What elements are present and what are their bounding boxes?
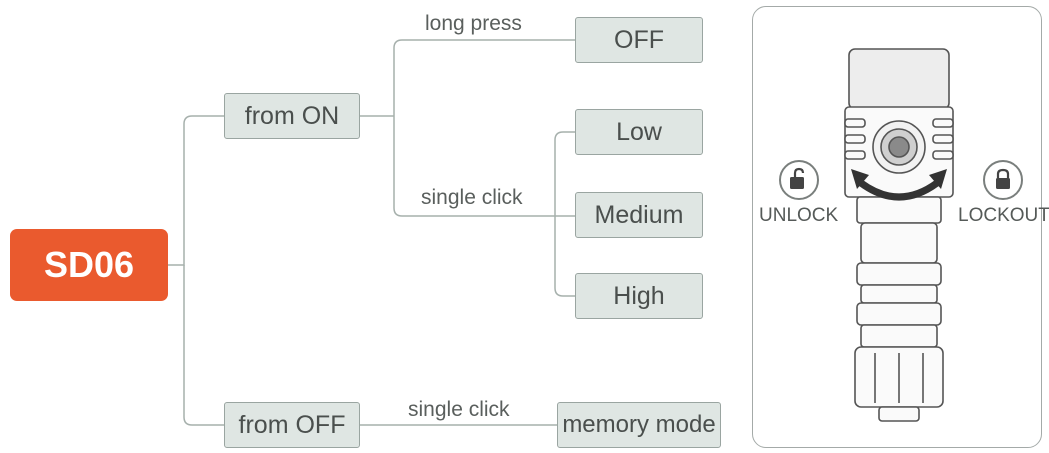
lockout-label: LOCKOUT <box>958 205 1049 226</box>
connector-long-press <box>393 39 575 116</box>
edge-label-long-press: long press <box>425 12 522 35</box>
connector-low <box>554 131 575 216</box>
root-node-sd06: SD06 <box>10 229 168 301</box>
edge-label-single-click-on: single click <box>421 186 523 209</box>
unlock-icon <box>790 167 805 189</box>
connector-root-off <box>183 265 224 426</box>
node-high: High <box>575 273 703 319</box>
unlock-button <box>779 160 819 200</box>
connector-high <box>554 216 575 297</box>
lockout-button <box>983 160 1023 200</box>
node-low: Low <box>575 109 703 155</box>
lock-icon <box>996 168 1010 189</box>
device-panel: UNLOCK LOCKOUT <box>752 6 1049 448</box>
node-off: OFF <box>575 17 703 63</box>
node-from-off: from OFF <box>224 402 360 448</box>
node-from-on: from ON <box>224 93 360 139</box>
node-medium: Medium <box>575 192 703 238</box>
edge-label-single-click-off: single click <box>408 398 510 421</box>
node-memory-mode: memory mode <box>557 402 721 448</box>
unlock-label: UNLOCK <box>759 205 839 226</box>
flashlight-illustration <box>844 48 954 422</box>
connector-root <box>168 115 224 266</box>
connector-single-click <box>393 116 575 217</box>
